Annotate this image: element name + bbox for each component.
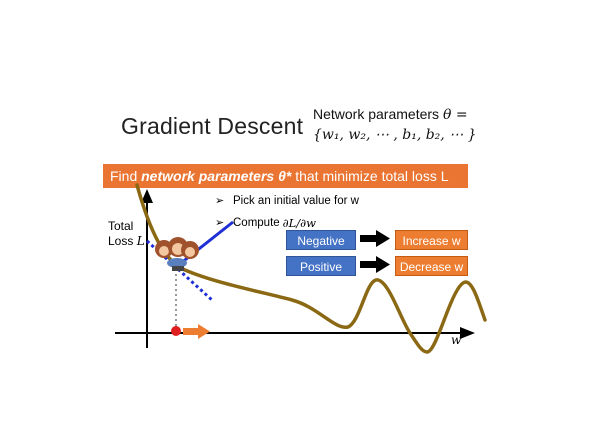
bullet-arrow-icon: ➢ xyxy=(215,217,225,229)
objective-banner: Find network parameters θ* that minimize… xyxy=(103,164,468,188)
banner-emphasis: network parameters θ* xyxy=(141,168,292,184)
y-axis-label-line1: Total xyxy=(108,219,134,233)
y-axis-symbol: L xyxy=(136,234,145,248)
x-axis-arrowhead xyxy=(460,327,475,339)
positive-gradient-box: Positive xyxy=(286,256,356,276)
x-axis-label: w xyxy=(451,333,462,347)
bullet-arrow-icon: ➢ xyxy=(215,195,225,207)
slide-title: Gradient Descent xyxy=(121,113,304,139)
banner-suffix: that minimize total loss L xyxy=(291,168,449,184)
right-arrow-icon xyxy=(360,256,390,273)
step-pick-initial: ➢ Pick an initial value for w xyxy=(215,190,359,212)
banner-prefix: Find xyxy=(110,168,142,184)
monkey-group-icon xyxy=(155,237,199,271)
y-axis-arrowhead xyxy=(141,189,153,203)
step-pick-text: Pick an initial value for w xyxy=(233,195,359,207)
y-axis-label: Total Loss L xyxy=(108,219,145,249)
y-axis-label-line2: Loss xyxy=(108,234,137,248)
params-theta-symbol: θ = xyxy=(442,107,468,123)
negative-gradient-box: Negative xyxy=(286,230,356,250)
network-parameters-definition: Network parameters θ = {w₁, w₂, ⋯ , b₁, … xyxy=(313,104,477,145)
increase-w-box: Increase w xyxy=(395,230,468,250)
step-list: ➢ Pick an initial value for w ➢ Compute … xyxy=(215,190,359,234)
step-compute-text: Compute xyxy=(233,217,280,229)
decrease-w-box: Decrease w xyxy=(395,256,468,276)
loss-curve xyxy=(135,183,487,354)
params-set: {w₁, w₂, ⋯ , b₁, b₂, ⋯ } xyxy=(313,127,477,143)
params-text: Network parameters xyxy=(313,106,443,122)
step-arrow-icon xyxy=(183,324,210,339)
gradient-expression: ∂L/∂w xyxy=(282,216,316,230)
params-line-1: Network parameters θ = xyxy=(313,104,477,125)
right-arrow-icon xyxy=(360,230,390,247)
step-compute-gradient: ➢ Compute ∂L/∂w xyxy=(215,212,359,234)
tangent-positive-slope xyxy=(175,220,234,269)
start-point-icon xyxy=(171,326,181,336)
